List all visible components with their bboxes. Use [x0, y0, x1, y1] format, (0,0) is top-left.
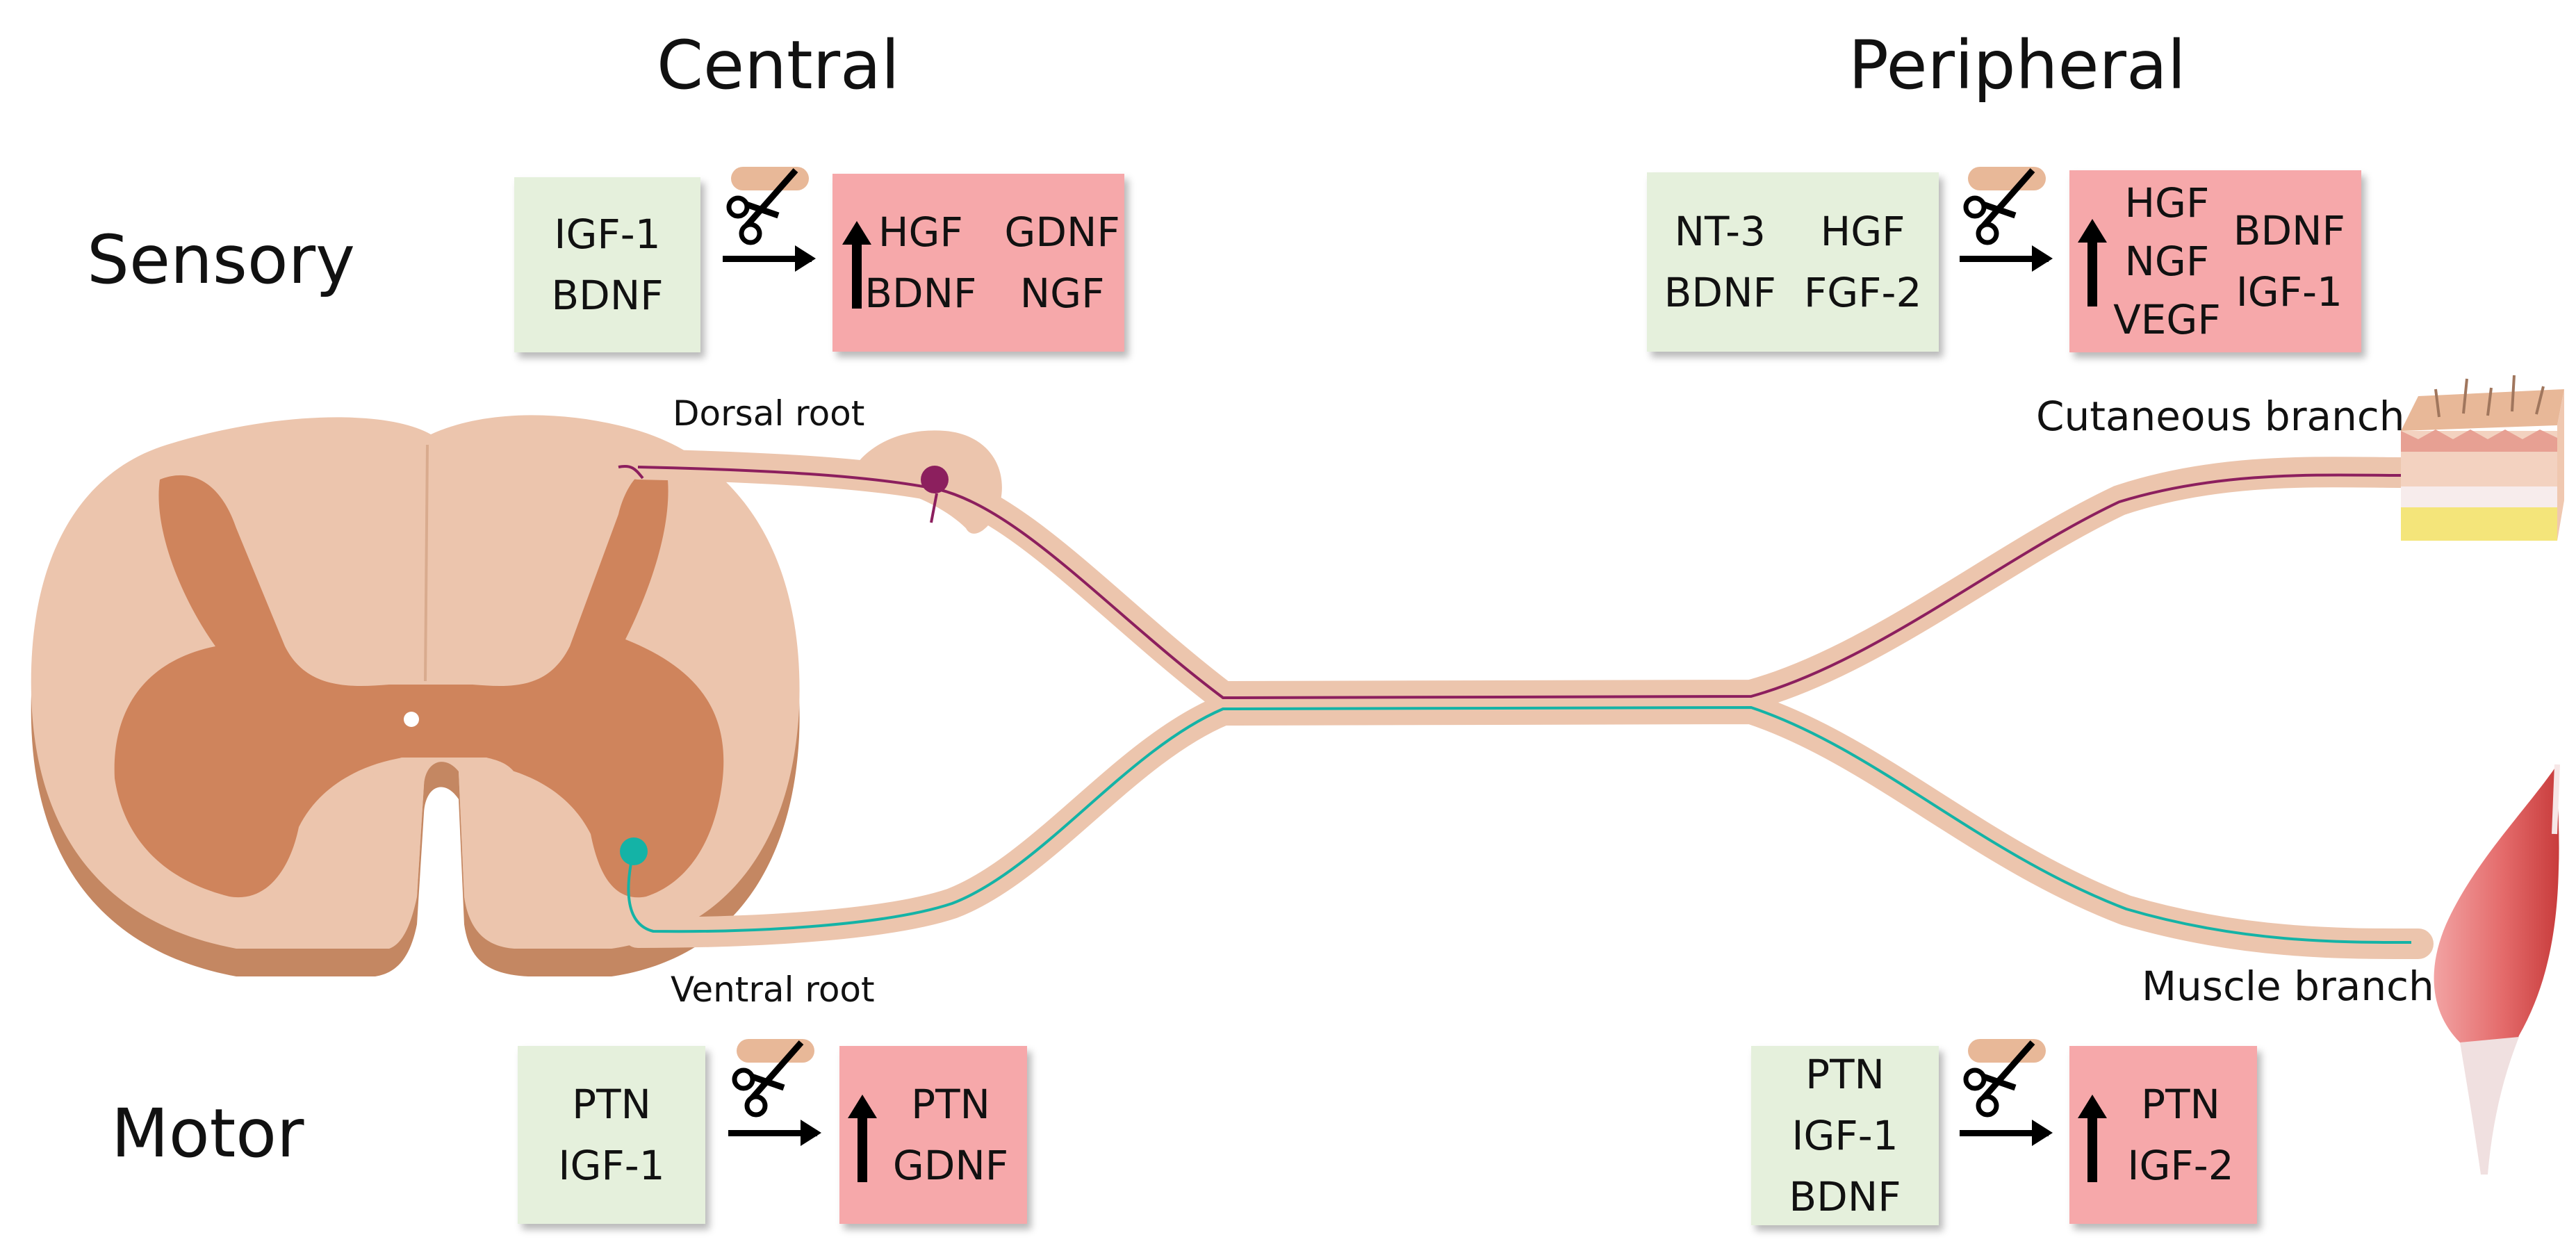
- central-canal: [404, 712, 419, 727]
- column-heading-peripheral: Peripheral: [1848, 26, 2186, 104]
- scissors-icon: [726, 167, 809, 245]
- factor-label: BDNF: [1664, 269, 1776, 316]
- up-arrow-icon: [2078, 219, 2107, 306]
- right-arrow-icon: [1960, 245, 2053, 272]
- muscle-icon: [2434, 764, 2560, 1175]
- scissors-icon-group: [726, 167, 2046, 1118]
- column-heading-central: Central: [657, 26, 900, 104]
- factor-label: HGF: [1820, 208, 1905, 255]
- spinal-cord: [31, 415, 800, 976]
- sensory-axon: [637, 466, 2405, 700]
- factor-label: PTN: [911, 1081, 990, 1128]
- scissors-icon: [732, 1039, 814, 1118]
- motor-peripheral-upregulated-box: PTN IGF-2: [2069, 1046, 2257, 1224]
- factor-label: FGF-2: [1803, 269, 1922, 316]
- factor-label: NGF: [1019, 270, 1105, 317]
- up-arrow-icon: [848, 1095, 877, 1182]
- dorsal-root-label: Dorsal root: [673, 393, 865, 434]
- cutaneous-branch-label: Cutaneous branch: [2036, 393, 2405, 440]
- factor-label: GDNF: [892, 1142, 1009, 1189]
- factor-label: IGF-1: [1791, 1112, 1898, 1159]
- factor-label: HGF: [878, 208, 963, 256]
- motor-central-baseline-box: PTN IGF-1: [518, 1046, 705, 1224]
- scissors-icon: [1963, 1039, 2046, 1118]
- muscle-branch-label: Muscle branch: [2142, 963, 2434, 1010]
- right-arrow-icon: [728, 1120, 821, 1146]
- factor-label: NGF: [2124, 238, 2210, 285]
- up-arrow-icon: [842, 221, 871, 309]
- ventral-root-label: Ventral root: [671, 969, 875, 1010]
- factor-label: BDNF: [551, 272, 664, 319]
- motor-peripheral-baseline-box: PTN IGF-1 BDNF: [1751, 1046, 1939, 1225]
- sensory-central-baseline-box: IGF-1 BDNF: [514, 177, 700, 352]
- factor-label: PTN: [2141, 1081, 2220, 1128]
- sensory-neuron-soma: [921, 466, 949, 493]
- factor-label: IGF-1: [558, 1142, 665, 1189]
- factor-label: PTN: [572, 1081, 651, 1128]
- motor-central-upregulated-box: PTN GDNF: [839, 1046, 1027, 1224]
- motor-axon: [627, 705, 2412, 944]
- sensory-central-upregulated-box: HGF GDNF BDNF NGF: [832, 174, 1124, 352]
- row-heading-motor: Motor: [111, 1095, 304, 1172]
- factor-label: IGF-1: [554, 211, 661, 258]
- factor-label: IGF-1: [2235, 268, 2343, 316]
- right-arrow-icon: [1960, 1120, 2053, 1146]
- scissors-icon: [1963, 167, 2046, 245]
- factor-label: IGF-2: [2127, 1142, 2234, 1189]
- factor-label: NT-3: [1674, 208, 1766, 255]
- factor-label: HGF: [2124, 179, 2210, 227]
- up-arrow-icon: [2078, 1095, 2107, 1182]
- factor-label: VEGF: [2113, 296, 2221, 343]
- skin-icon: [2401, 375, 2564, 541]
- motor-neuron-soma: [620, 837, 648, 865]
- gray-matter: [114, 467, 724, 898]
- factor-label: BDNF: [1789, 1173, 1901, 1220]
- right-arrow-icon: [723, 245, 816, 272]
- row-heading-sensory: Sensory: [87, 221, 355, 299]
- factor-label: PTN: [1805, 1051, 1885, 1098]
- sensory-peripheral-upregulated-box: HGF NGF VEGF BDNF IGF-1: [2069, 170, 2361, 352]
- factor-label: BDNF: [2233, 207, 2345, 254]
- factor-label: BDNF: [864, 270, 977, 317]
- factor-label: GDNF: [1004, 208, 1120, 256]
- peripheral-nerve: [618, 430, 2434, 960]
- sensory-peripheral-baseline-box: NT-3 HGF BDNF FGF-2: [1647, 172, 1939, 352]
